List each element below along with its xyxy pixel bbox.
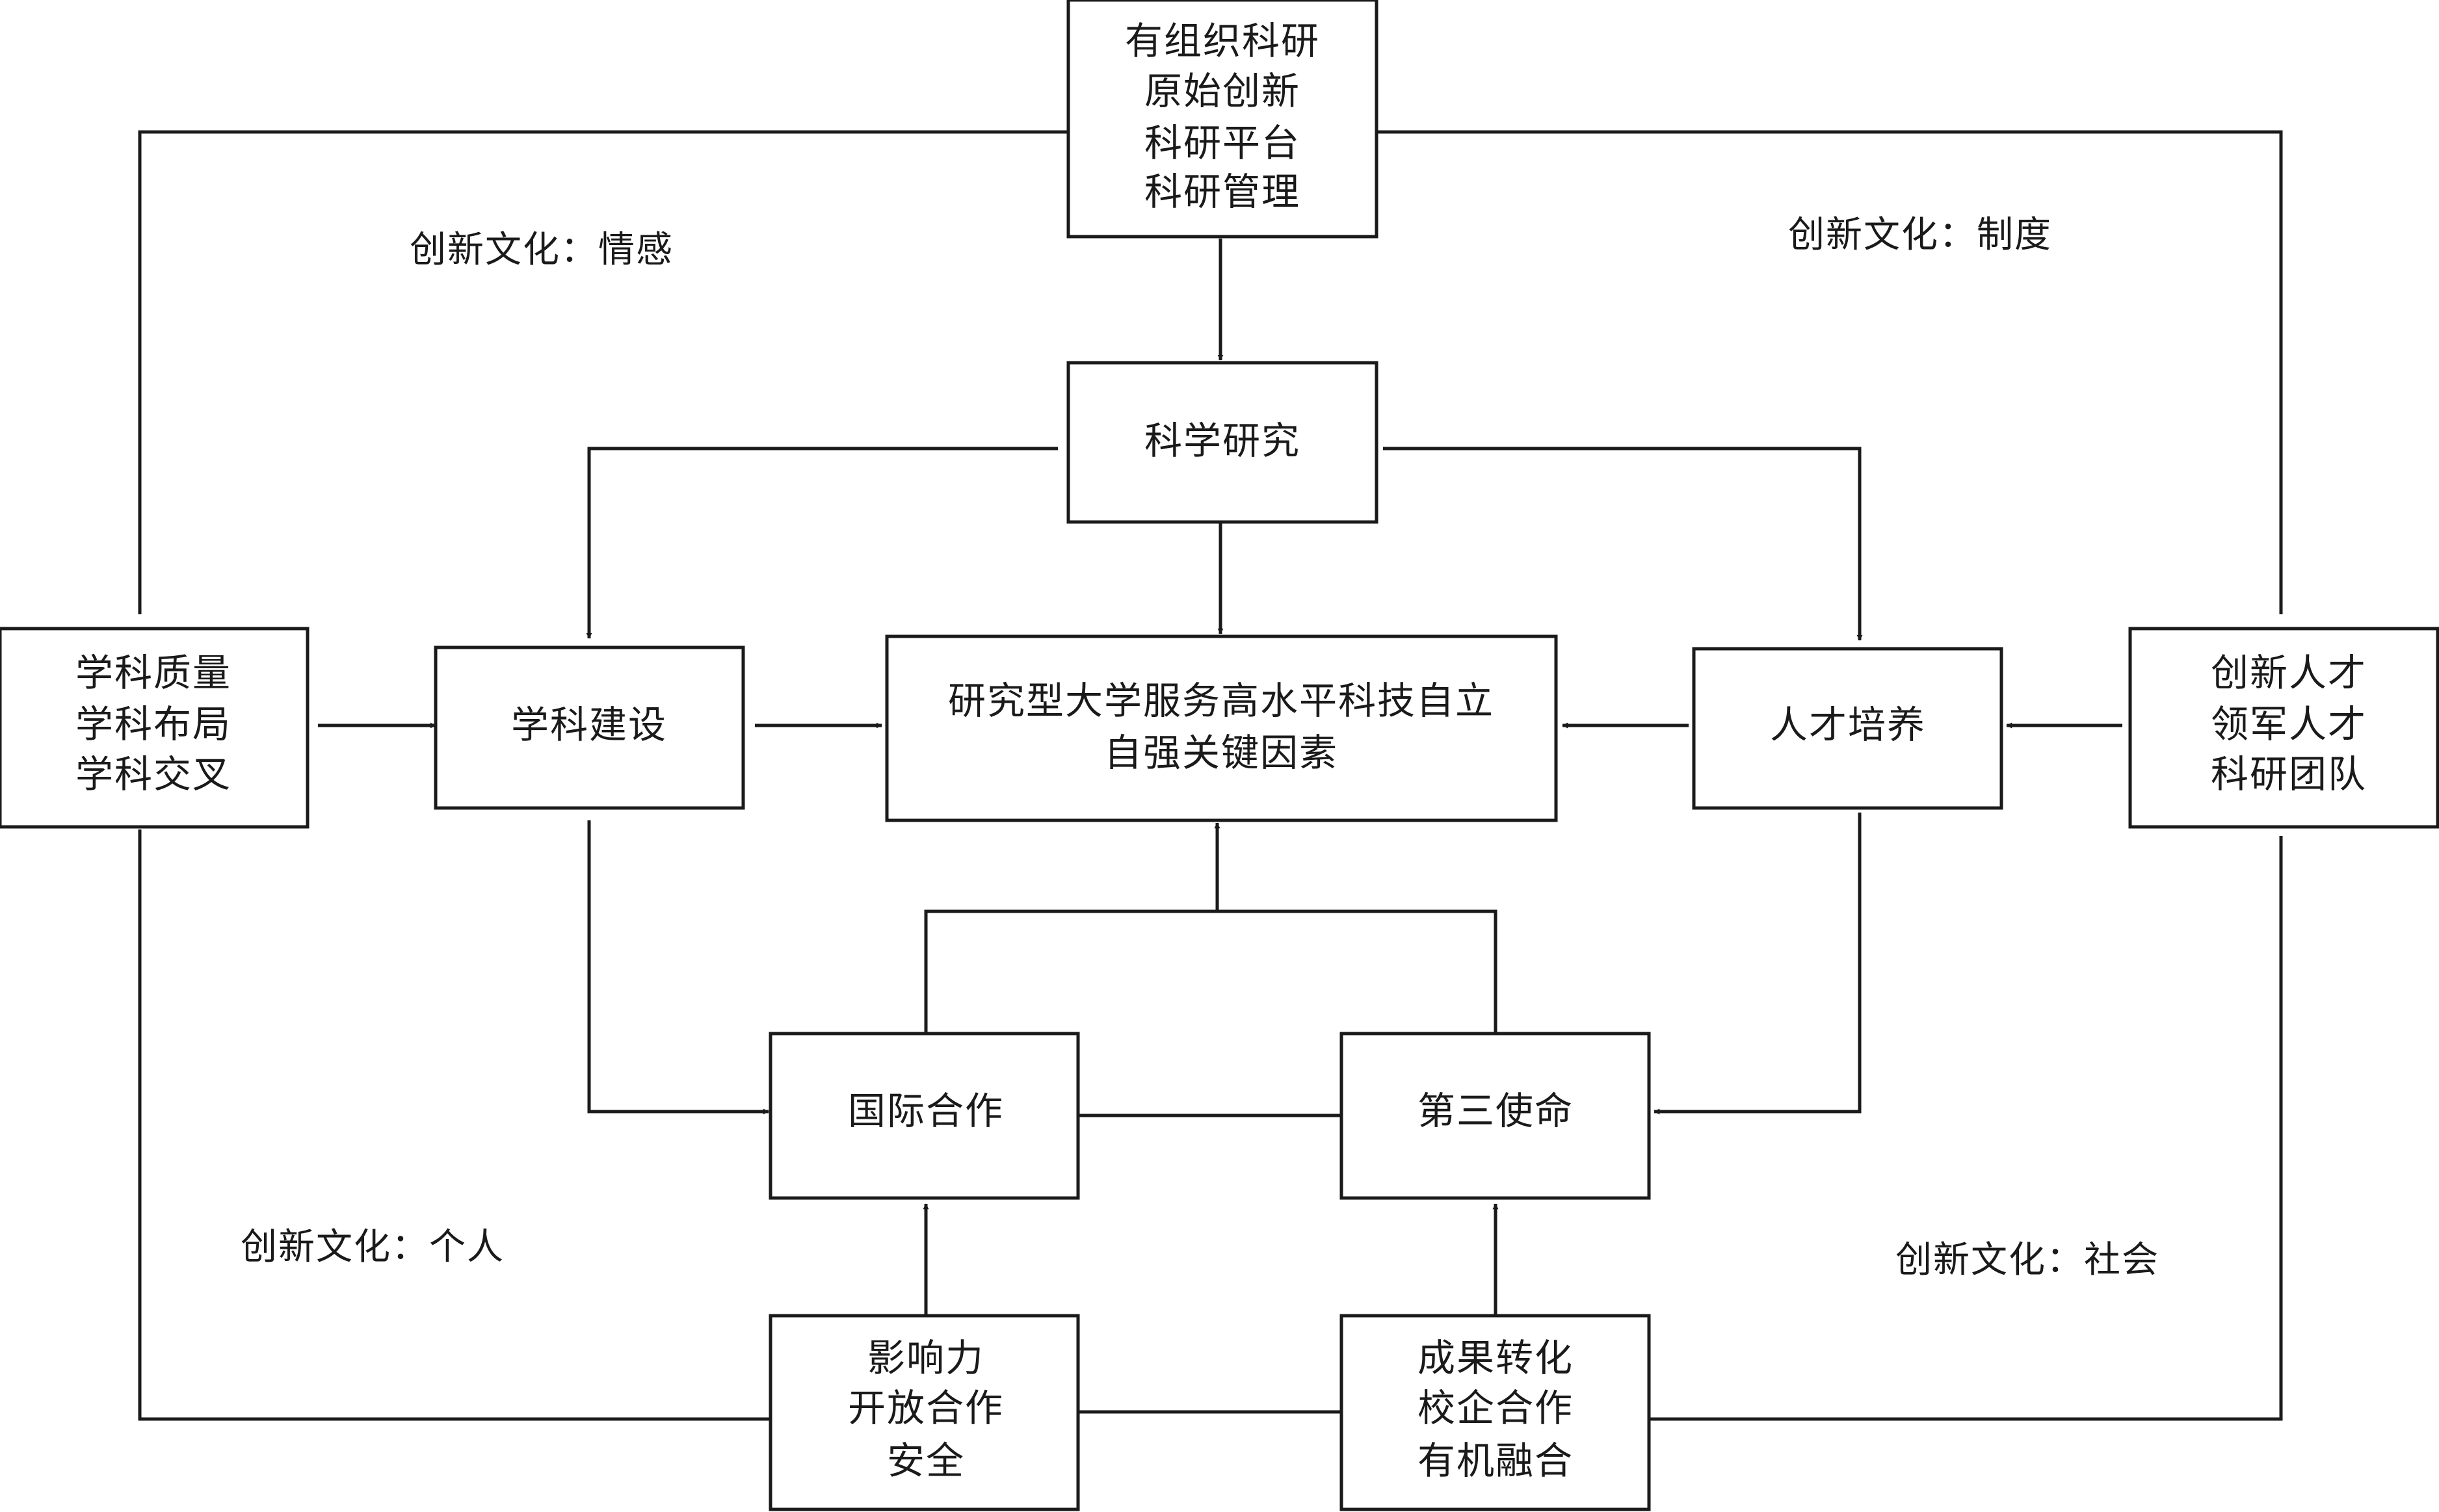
node-scientific-research: 科学研究 xyxy=(1066,361,1378,524)
culture-label-emotion: 创新文化：情感 xyxy=(410,229,674,271)
culture-label-system: 创新文化：制度 xyxy=(1788,214,2052,256)
node-innovative-talent-line-2: 领军人才 xyxy=(2211,702,2367,746)
node-discipline-quality-line-2: 学科布局 xyxy=(75,702,231,746)
node-discipline-quality: 学科质量 学科布局 学科交叉 xyxy=(0,627,310,829)
node-core-factors-line-2: 自强关键因素 xyxy=(1104,731,1338,775)
node-organized-research-line-3: 科研平台 xyxy=(1144,121,1300,165)
node-organized-research-line-1: 有组织科研 xyxy=(1125,19,1320,63)
arrow-connectors xyxy=(318,239,2122,1314)
node-organized-research-line-2: 原始创新 xyxy=(1144,69,1300,113)
node-international-cooperation-label: 国际合作 xyxy=(848,1089,1004,1133)
node-third-mission: 第三使命 xyxy=(1339,1032,1651,1200)
node-core-factors: 研究型大学服务高水平科技自立 自强关键因素 xyxy=(885,634,1558,822)
edge-discipline-quality-to-influence xyxy=(138,829,769,1421)
node-discipline-quality-line-3: 学科交叉 xyxy=(75,752,231,796)
edge-achievement-transfer-to-innovative-talent xyxy=(1649,836,2283,1421)
node-talent-training-label: 人才培养 xyxy=(1770,703,1926,747)
node-discipline-building: 学科建设 xyxy=(434,645,745,810)
arrow-discipline-building-to-international-cooperation xyxy=(587,820,769,1115)
node-achievement-transfer: 成果转化 校企合作 有机融合 xyxy=(1339,1314,1651,1511)
node-influence-line-3: 安全 xyxy=(887,1439,965,1483)
outer-frame-connectors xyxy=(138,130,2283,1421)
node-influence: 影响力 开放合作 安全 xyxy=(769,1314,1080,1511)
edge-discipline-quality-to-organized-research xyxy=(138,130,1068,614)
node-achievement-transfer-line-3: 有机融合 xyxy=(1417,1439,1574,1483)
node-core-factors-line-1: 研究型大学服务高水平科技自立 xyxy=(948,679,1494,723)
edge-organized-research-to-innovative-talent xyxy=(1377,130,2283,614)
node-influence-line-2: 开放合作 xyxy=(848,1386,1004,1430)
node-innovative-talent: 创新人才 领军人才 科研团队 xyxy=(2128,627,2439,829)
node-achievement-transfer-line-2: 校企合作 xyxy=(1417,1386,1574,1430)
arrow-scientific-research-to-talent-training xyxy=(1383,447,1863,641)
culture-label-society: 创新文化：社会 xyxy=(1895,1239,2159,1281)
edge-cooperation-mission-merge xyxy=(924,909,1497,1032)
culture-label-individual: 创新文化：个人 xyxy=(241,1226,505,1268)
node-organized-research: 有组织科研 原始创新 科研平台 科研管理 xyxy=(1066,0,1378,239)
node-third-mission-label: 第三使命 xyxy=(1417,1089,1574,1133)
node-achievement-transfer-line-1: 成果转化 xyxy=(1417,1336,1574,1380)
node-innovative-talent-line-3: 科研团队 xyxy=(2211,752,2367,796)
arrow-talent-training-to-third-mission xyxy=(1654,813,1862,1115)
node-organized-research-line-4: 科研管理 xyxy=(1144,170,1300,214)
node-talent-training: 人才培养 xyxy=(1692,647,2003,810)
node-discipline-building-label: 学科建设 xyxy=(511,703,667,747)
node-innovative-talent-line-1: 创新人才 xyxy=(2211,651,2367,695)
arrow-scientific-research-to-discipline-building xyxy=(586,447,1058,639)
node-scientific-research-label: 科学研究 xyxy=(1144,419,1300,463)
node-influence-line-1: 影响力 xyxy=(867,1336,984,1380)
node-international-cooperation: 国际合作 xyxy=(769,1032,1080,1200)
node-discipline-quality-line-1: 学科质量 xyxy=(75,651,231,695)
